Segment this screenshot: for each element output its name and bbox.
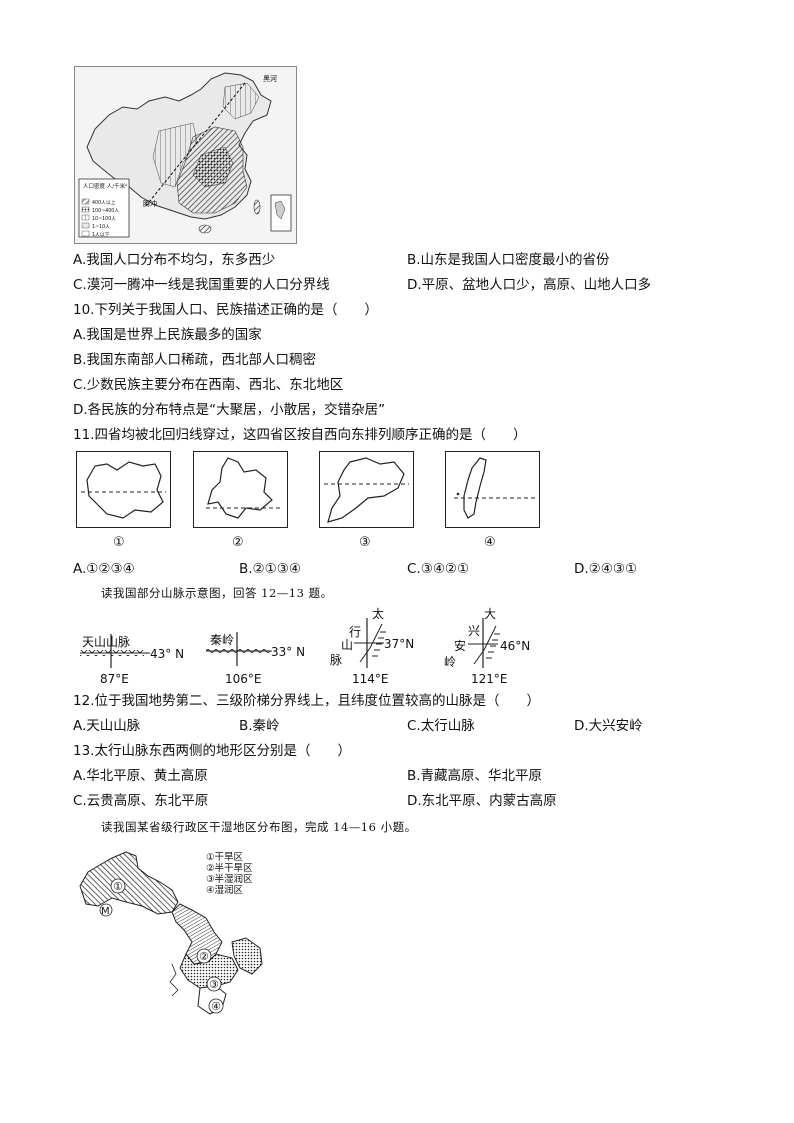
q12-option-b[interactable]: B.秦岭 — [239, 718, 280, 734]
q12-stem: 12.位于我国地势第二、三级阶梯分界线上，且纬度位置较高的山脉是（ ） — [73, 693, 540, 709]
xingan-char-3: 安 — [454, 638, 466, 653]
q13-option-d[interactable]: D.东北平原、内蒙古高原 — [407, 793, 557, 809]
tianshan-diagram: 天山山脉 43° N 87°E — [80, 634, 184, 686]
q12-option-c[interactable]: C.太行山脉 — [407, 718, 475, 734]
legend-item-4: 1~10人 — [92, 224, 110, 230]
xingan-lat: 46°N — [500, 639, 530, 653]
xingan-lon: 121°E — [471, 672, 508, 686]
qinling-diagram: 秦岭 33° N 106°E — [206, 632, 305, 686]
q11-stem: 11.四省均被北回归线穿过，这四省区按自西向东排列顺序正确的是（ ） — [73, 427, 527, 443]
province-label-4: ④ — [484, 535, 496, 550]
q13-stem: 13.太行山脉东西两侧的地形区分别是（ ） — [73, 743, 351, 759]
taihang-lon: 114°E — [352, 672, 389, 686]
qinling-name: 秦岭 — [210, 633, 234, 647]
tianshan-name: 天山山脉 — [82, 634, 130, 649]
province-label-1: ① — [113, 535, 125, 550]
china-map-figure: 人口密度 人/千米² 400人以上 100~400人 10~100人 1~10人… — [78, 72, 292, 238]
q10-option-d[interactable]: D.各民族的分布特点是“大聚居，小散居，交错杂居” — [73, 402, 386, 418]
xingan-diagram: 大 兴 安 岭 46°N 121°E — [444, 607, 530, 686]
region-label-3: ③ — [209, 978, 219, 991]
dryness-map: ① ② ③ ④ M ①干旱区 ②半干旱区 ③半湿润区 ④湿润区 — [79, 851, 263, 1015]
q10-stem: 10.下列关于我国人口、民族描述正确的是（ ） — [73, 302, 378, 318]
taihang-char-1: 太 — [372, 606, 384, 621]
xingan-char-4: 岭 — [444, 655, 456, 669]
q9-option-b[interactable]: B.山东是我国人口密度最小的省份 — [407, 252, 610, 268]
intro-14-16: 读我国某省级行政区干湿地区分布图，完成 14—16 小题。 — [101, 820, 417, 834]
q13-option-b[interactable]: B.青藏高原、华北平原 — [407, 768, 543, 784]
taihang-char-2: 行 — [349, 625, 361, 639]
legend-item-3: 10~100人 — [92, 216, 116, 222]
q10-option-b[interactable]: B.我国东南部人口稀疏，西北部人口稠密 — [73, 352, 317, 368]
population-density-map: 人口密度 人/千米² 400人以上 100~400人 10~100人 1~10人… — [74, 66, 297, 244]
province-map-1 — [76, 451, 171, 528]
province-map-2 — [193, 451, 288, 528]
province-map-4 — [445, 451, 540, 528]
tengchong-label: 腾冲 — [143, 199, 157, 208]
q12-option-d[interactable]: D.大兴安岭 — [574, 718, 643, 734]
point-m-label: M — [101, 906, 110, 917]
province-label-2: ② — [232, 535, 244, 550]
intro-12-13: 读我国部分山脉示意图，回答 12—13 题。 — [101, 586, 333, 600]
dryness-legend-1: ①干旱区 — [206, 852, 244, 863]
legend-title: 人口密度 人/千米² — [83, 182, 127, 190]
xingan-char-1: 大 — [484, 607, 496, 621]
tianshan-lat: 43° N — [150, 647, 184, 661]
taihang-char-4: 脉 — [330, 652, 342, 667]
q13-option-c[interactable]: C.云贵高原、东北平原 — [73, 793, 209, 809]
dryness-legend-4: ④湿润区 — [206, 884, 244, 896]
xingan-char-2: 兴 — [468, 624, 480, 638]
q10-option-c[interactable]: C.少数民族主要分布在西南、西北、东北地区 — [73, 377, 344, 393]
q11-option-d[interactable]: D.②④③① — [574, 561, 638, 577]
legend-item-2: 100~400人 — [92, 208, 119, 214]
q11-option-a[interactable]: A.①②③④ — [73, 561, 135, 577]
heihe-label: 黑河 — [263, 75, 277, 83]
taihang-diagram: 太 行 山 脉 37°N 114°E — [330, 606, 414, 686]
q11-option-c[interactable]: C.③④②① — [407, 561, 470, 577]
q9-option-c[interactable]: C.漠河一腾冲一线是我国重要的人口分界线 — [73, 277, 330, 293]
qinling-lat: 33° N — [271, 645, 305, 659]
province-map-3 — [319, 451, 414, 528]
region-label-2: ② — [199, 950, 209, 963]
taihang-lat: 37°N — [384, 637, 414, 651]
dryness-legend-2: ②半干旱区 — [206, 862, 253, 874]
mountains-figure: 天山山脉 43° N 87°E 秦岭 33° N 106°E 太 行 山 脉 3… — [80, 606, 530, 686]
taihang-char-3: 山 — [341, 638, 353, 652]
q11-option-b[interactable]: B.②①③④ — [239, 561, 301, 577]
region-label-1: ① — [113, 880, 123, 893]
region-label-4: ④ — [211, 1000, 221, 1013]
q9-option-d[interactable]: D.平原、盆地人口少，高原、山地人口多 — [407, 277, 652, 293]
qinling-lon: 106°E — [225, 672, 262, 686]
q12-option-a[interactable]: A.天山山脉 — [73, 718, 141, 734]
q13-option-a[interactable]: A.华北平原、黄土高原 — [73, 768, 208, 784]
q10-option-a[interactable]: A.我国是世界上民族最多的国家 — [73, 327, 262, 343]
tianshan-lon: 87°E — [100, 672, 129, 686]
legend-item-1: 400人以上 — [92, 199, 116, 206]
dryness-legend-3: ③半湿润区 — [206, 873, 253, 885]
legend-item-5: 1人以下 — [92, 232, 110, 238]
province-label-3: ③ — [359, 535, 371, 550]
q9-option-a[interactable]: A.我国人口分布不均匀，东多西少 — [73, 252, 276, 268]
